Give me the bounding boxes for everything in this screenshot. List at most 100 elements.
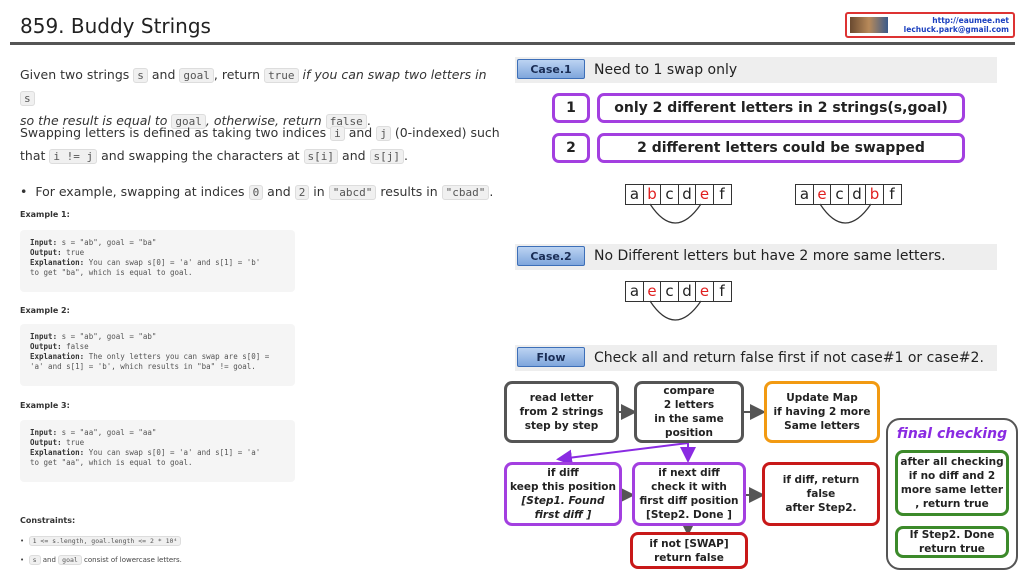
code-2: 2 [294,185,310,200]
flow-read-letter: read letter from 2 strings step by step [504,381,619,443]
code-true: true [264,68,299,83]
value: s [28,555,41,565]
value: 'a' and s[1] = 'b', which results in "ba… [30,362,256,371]
label: Output: [30,438,62,447]
case1-text: Need to 1 swap only [594,62,738,78]
label: Input: [30,332,58,341]
label: Explanation: [30,258,85,267]
text: Given two strings [20,67,130,82]
code-i: i [330,126,345,141]
example-3-heading: Example 3: [20,401,70,410]
flow-return-false: if diff, return false after Step2. [762,462,880,526]
problem-paragraph-1: Given two strings s and goal, return tru… [20,67,487,129]
case1-item-2: 2 different letters could be swapped [597,133,965,163]
text: so the result is equal to [20,113,168,128]
example-3-box: Input: s = "aa", goal = "aa" Output: tru… [20,420,295,482]
array-cell: e [812,184,832,205]
value: s = "ab", goal = "ba" [61,238,157,247]
label: compare 2 letters in the same position [654,385,724,439]
text: and swapping the characters at [101,148,300,163]
constraint-1: • 1 <= s.length, goal.length <= 2 * 10⁴ [20,536,182,546]
array-cell: a [625,184,644,205]
flow-bar [515,345,997,371]
swap-arc [819,203,872,224]
text: that [20,148,46,163]
array-cell: f [882,184,902,205]
author-badge: http://eaumee.net lechuck.park@gmail.com [845,12,1015,38]
arrow-compare-to-keep [556,442,689,466]
value: You can swap s[0] = 'a' and s[1] = 'a' [88,448,261,457]
badge-email: lechuck.park@gmail.com [903,25,1009,34]
code-sj: s[j] [369,149,405,164]
flow-text: Check all and return false first if not … [594,350,984,366]
author-photo [850,17,888,33]
text: and [151,67,176,82]
flow-compare: compare 2 letters in the same position [634,381,744,443]
code-goal: goal [179,68,214,83]
label: if next diff check it with first diff po… [639,467,739,521]
case1-item-1: only 2 different letters in 2 strings(s,… [597,93,965,123]
text: and [342,148,366,163]
value: s = "aa", goal = "aa" [61,428,157,437]
final-check-1: after all checking if no diff and 2 more… [895,450,1009,516]
label: if diff, return false after Step2. [782,474,860,514]
code-false: false [325,114,367,129]
label: Input: [30,238,58,247]
final-checking-title: final checking [896,426,1008,442]
problem-paragraph-2: Swapping letters is defined as taking tw… [20,125,500,164]
flow-next-diff: if next diff check it with first diff po… [632,462,746,526]
code-goal: goal [171,114,206,129]
value: The only letters you can swap are s[0] = [88,352,270,361]
case1-tag: Case.1 [517,59,585,79]
final-check-2: If Step2. Done return true [895,526,1009,558]
code-s: s [20,91,35,106]
label: Input: [30,428,58,437]
value: s = "ab", goal = "ab" [61,332,157,341]
label: Output: [30,342,62,351]
label: if diff keep this position [510,467,616,493]
constraints-heading: Constraints: [20,516,76,525]
value: consist of lowercase letters. [84,556,182,564]
value: and [42,556,56,564]
text: Swapping letters is defined as taking tw… [20,125,327,140]
problem-example-bullet: • For example, swapping at indices 0 and… [20,184,494,200]
swap-arc [649,300,702,321]
text: , otherwise, return [205,113,322,128]
swap-arc-case2 [649,300,702,321]
flow-keep-position: if diff keep this position [Step1. Found… [504,462,622,526]
text: and [348,125,373,140]
flow-tag: Flow [517,347,585,367]
value: 1 <= s.length, goal.length <= 2 * 10⁴ [28,536,182,546]
text: (0-indexed) such [394,125,500,140]
value: to get "ba", which is equal to goal. [30,268,193,277]
code-ineq: i != j [49,149,98,164]
example-1-box: Input: s = "ab", goal = "ba" Output: tru… [20,230,295,292]
example-1-heading: Example 1: [20,210,70,219]
value: to get "aa", which is equal to goal. [30,458,193,467]
array-cell: f [712,184,732,205]
case2-tag: Case.2 [517,246,585,266]
value: You can swap s[0] = 'a' and s[1] = 'b' [88,258,261,267]
label: Explanation: [30,448,85,457]
text: and [267,184,291,199]
label: after all checking if no diff and 2 more… [900,456,1004,510]
code-j: j [376,126,391,141]
label: Update Map if having 2 more Same letters [773,392,871,432]
page-title: 859. Buddy Strings [20,14,211,38]
text: if you can swap two letters in [302,67,487,82]
label: If Step2. Done return true [909,529,995,555]
array-cell: e [695,281,714,302]
code-cbad: "cbad" [441,185,490,200]
case1-bar [515,57,997,83]
value: true [66,438,85,447]
label: Output: [30,248,62,257]
label: Explanation: [30,352,85,361]
text: For example, swapping at indices [35,184,245,199]
code-si: s[i] [303,149,339,164]
example-2-heading: Example 2: [20,306,70,315]
case1-num-2: 2 [552,133,590,163]
array-cell: f [712,281,732,302]
